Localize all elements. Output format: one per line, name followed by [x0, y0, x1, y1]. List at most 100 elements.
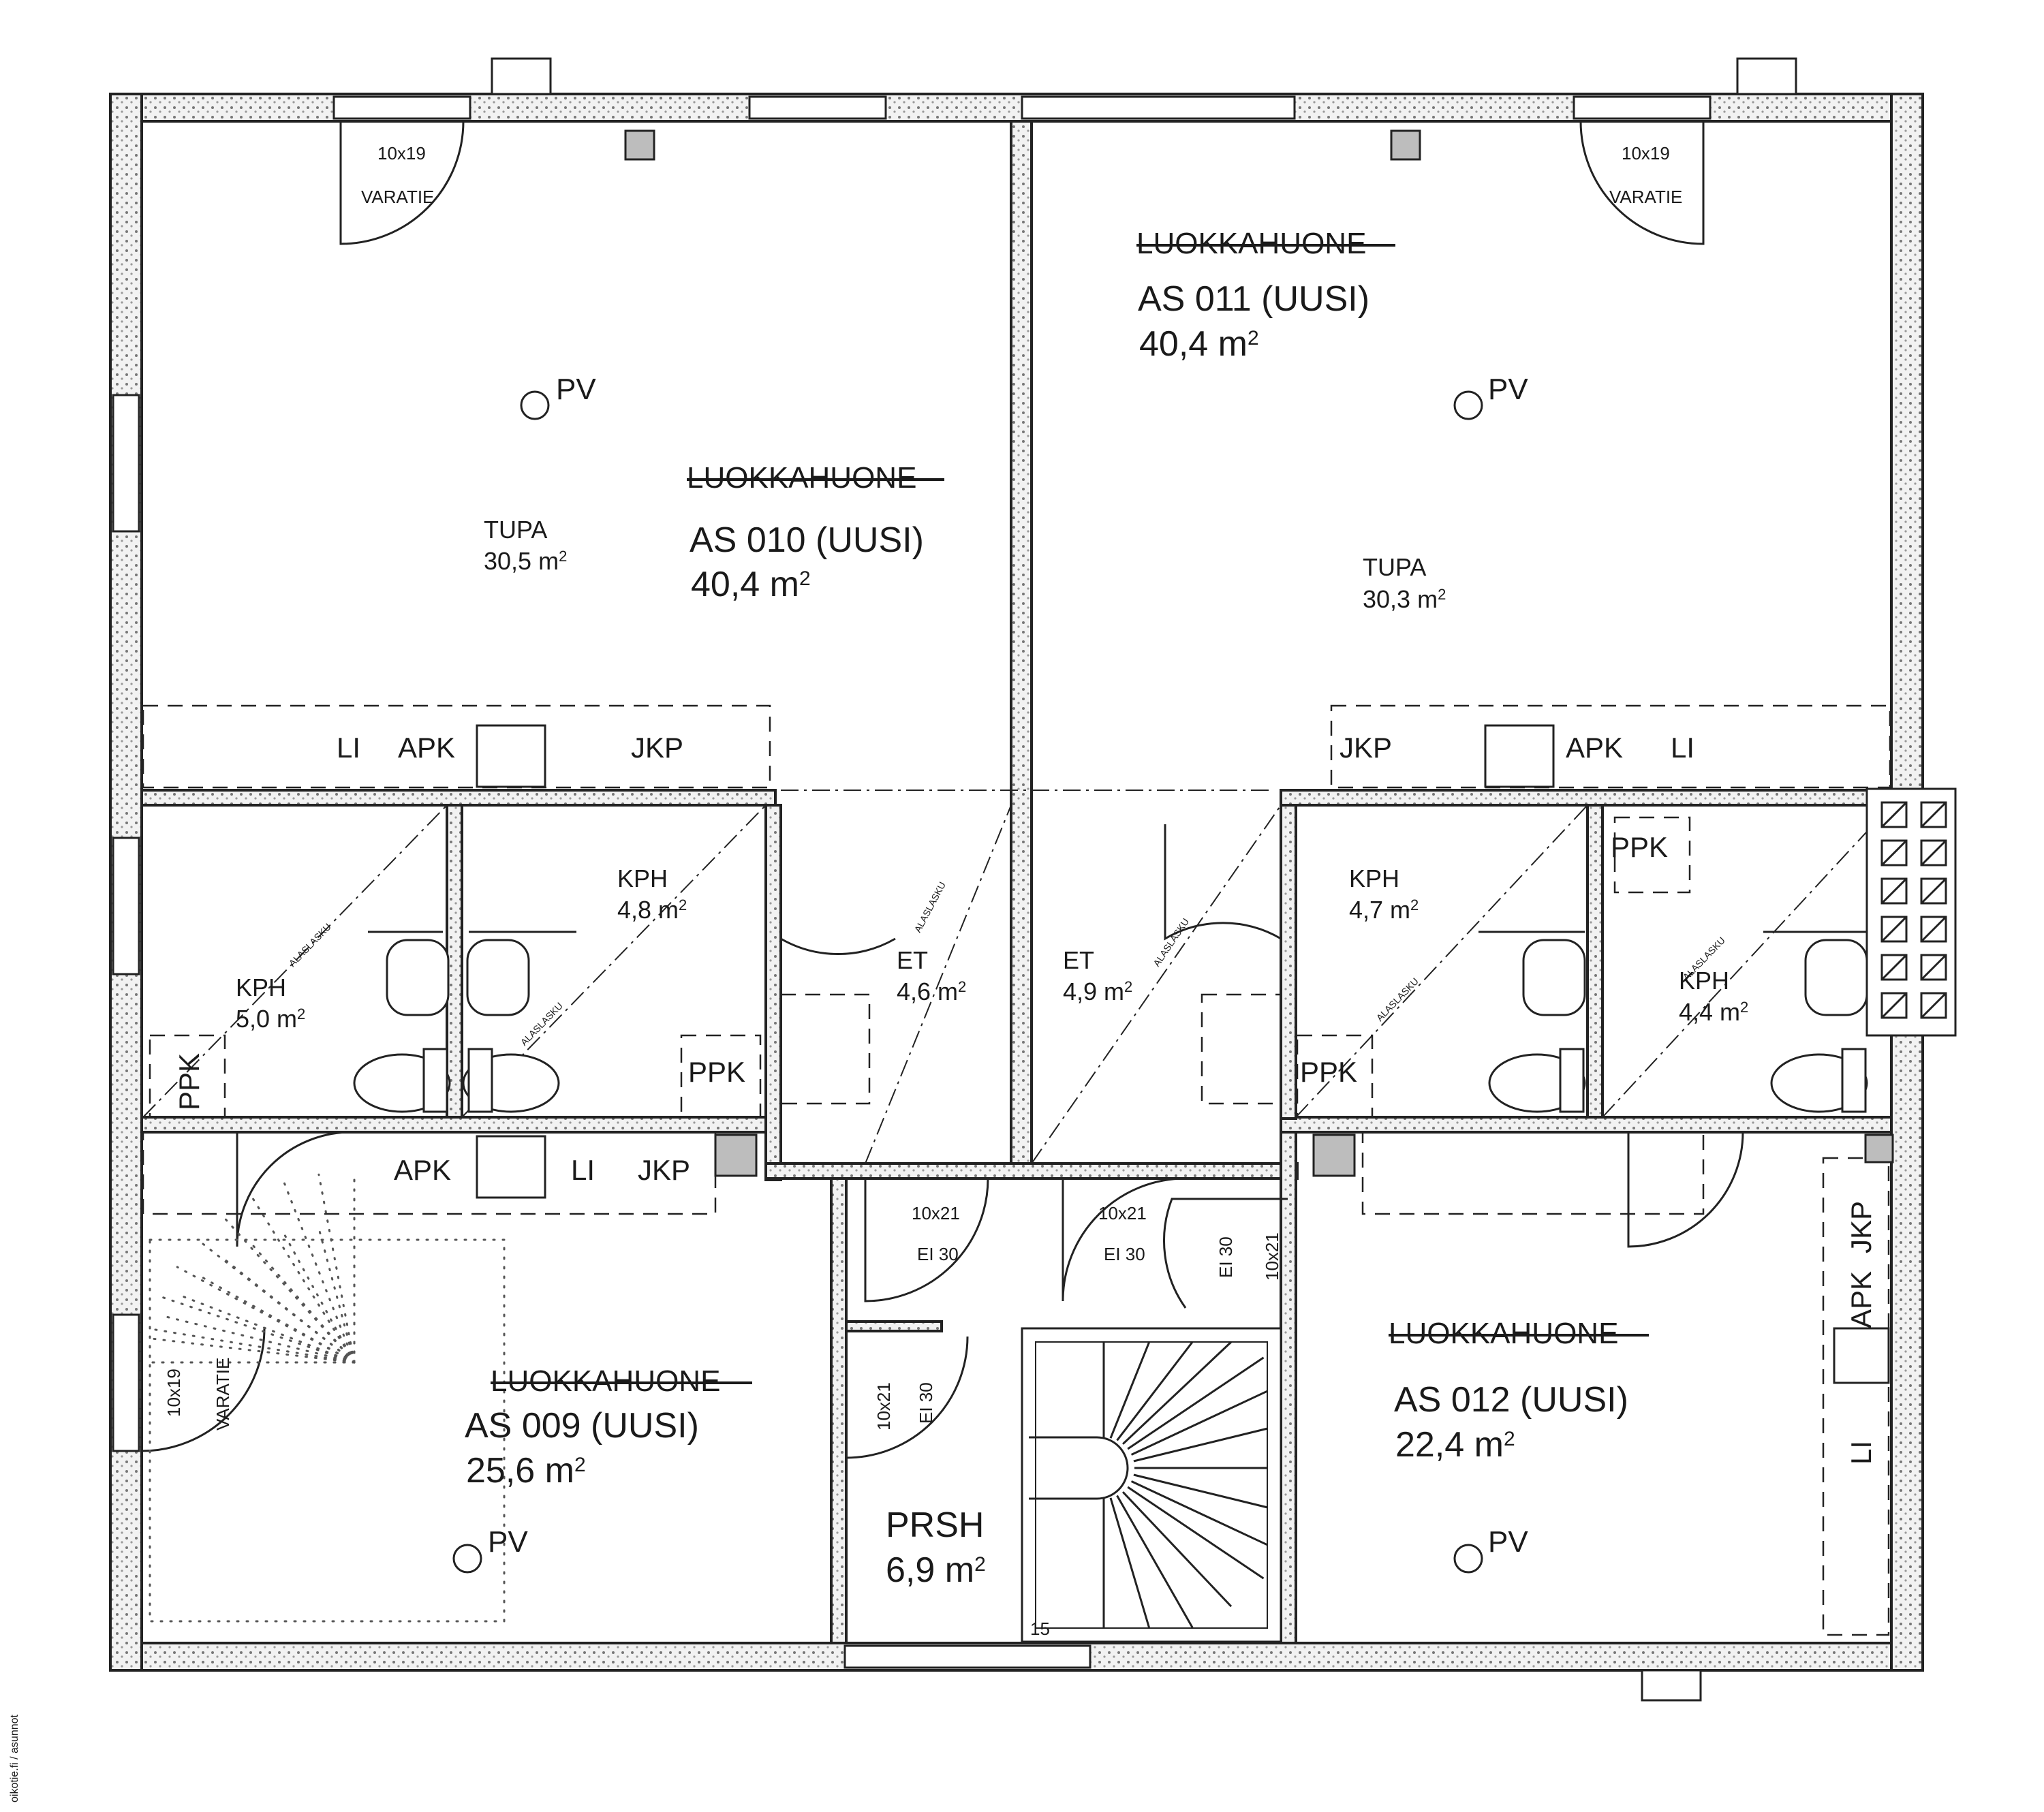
as012-old-name: LUOKKAHUONE: [1389, 1317, 1618, 1350]
watermark: oikotie.fi / asunnot: [9, 1714, 20, 1802]
li-label-3: LI: [571, 1154, 595, 1186]
kph3-name: KPH: [1349, 864, 1399, 892]
stair-step: [1127, 1486, 1265, 1580]
old-stair-step: [176, 1293, 356, 1364]
door-fire-6: EI 30: [1215, 1236, 1236, 1278]
as011-area: 40,4 m2: [1139, 324, 1259, 364]
jkp-label-3: JKP: [638, 1154, 690, 1186]
stair-steps: [1102, 1341, 1268, 1629]
as009-old-name: LUOKKAHUONE: [491, 1364, 720, 1398]
old-stair-step: [152, 1328, 356, 1364]
door-size-6: 10x21: [1262, 1232, 1282, 1281]
sanitary-fixtures: [353, 724, 1890, 1384]
old-stair-step: [161, 1296, 356, 1364]
stair-step: [1109, 1341, 1151, 1439]
vent-cell-diagonal: [1920, 992, 1947, 1019]
old-stair-step: [152, 1337, 356, 1364]
stair-step: [1116, 1341, 1194, 1441]
vent-cell-diagonal: [1920, 839, 1947, 866]
door-fire-7: EI 30: [916, 1382, 936, 1424]
alaslasku-1: ALASLASKU: [287, 921, 333, 969]
alaslasku-3: ALASLASKU: [912, 880, 948, 935]
door-exit-1: VARATIE: [361, 187, 434, 207]
door-size-7: 10x21: [873, 1382, 894, 1431]
as011-name: AS 011 (UUSI): [1138, 279, 1369, 319]
et-right-area: 4,9 m2: [1063, 978, 1132, 1005]
kph1-area: 5,0 m2: [236, 1005, 305, 1033]
prsh-name: PRSH: [886, 1505, 984, 1545]
vent-cell-diagonal: [1880, 801, 1908, 828]
tupa-right-name: TUPA: [1363, 553, 1426, 581]
kph1-name: KPH: [236, 973, 286, 1001]
doors: [140, 121, 1744, 1459]
tupa-right-area: 30,3 m2: [1363, 585, 1446, 613]
tupa-left-area: 30,5 m2: [484, 547, 567, 575]
old-stair-step: [251, 1243, 356, 1364]
ppk-label-1: PPK: [688, 1056, 745, 1088]
kph4-area: 4,4 m2: [1679, 998, 1748, 1026]
et-left-area: 4,6 m2: [897, 978, 966, 1005]
et-left-name: ET: [897, 946, 928, 974]
door-size-3: 10x19: [164, 1369, 184, 1417]
old-stair-step: [221, 1257, 356, 1364]
old-stair-step: [318, 1173, 356, 1364]
door-size-5: 10x21: [1098, 1203, 1147, 1223]
kph3-area: 4,7 m2: [1349, 896, 1419, 924]
kph4-name: KPH: [1679, 967, 1729, 995]
pv-label-2: PV: [1488, 373, 1528, 406]
jkp-label-1: JKP: [631, 732, 683, 764]
vent-shafts: [624, 129, 1894, 1177]
ppk-label-2: PPK: [1300, 1056, 1357, 1088]
apk-label-2: APK: [1566, 732, 1623, 764]
vent-cell-diagonal: [1880, 839, 1908, 866]
vent-cell-diagonal: [1880, 954, 1908, 981]
vent-cell-diagonal: [1920, 801, 1947, 828]
kph2-name: KPH: [617, 864, 668, 892]
as010-old-name: LUOKKAHUONE: [687, 461, 916, 495]
stair-step: [1121, 1491, 1233, 1608]
interior-walls: [140, 120, 1893, 1644]
apk-label-3: APK: [394, 1154, 451, 1186]
stair-step: [1109, 1497, 1151, 1629]
as011-old-name: LUOKKAHUONE: [1136, 227, 1366, 260]
stair-step: [1133, 1427, 1268, 1463]
li-label-2: LI: [1671, 732, 1694, 764]
vent-cell-diagonal: [1880, 877, 1908, 905]
alaslasku-4: ALASLASKU: [1151, 916, 1191, 969]
stair-step: [1116, 1495, 1194, 1628]
as009-area: 25,6 m2: [466, 1451, 586, 1490]
ppk-label-3: PPK: [1611, 831, 1668, 863]
door-size-4: 10x21: [912, 1203, 960, 1223]
stair-step: [1130, 1480, 1268, 1546]
old-stair-step: [251, 1196, 356, 1364]
stair-prsh: [1021, 1327, 1282, 1643]
old-stair-step: [318, 1227, 356, 1364]
door-size-1: 10x19: [377, 143, 426, 163]
old-stair-step: [196, 1273, 356, 1364]
pv-label-3: PV: [488, 1525, 528, 1559]
door-size-2: 10x19: [1622, 143, 1670, 163]
as009-name: AS 009 (UUSI): [465, 1406, 699, 1446]
jkp-label-4: JKP: [1845, 1201, 1877, 1253]
stair-step: [1133, 1473, 1268, 1509]
old-stair-step: [161, 1315, 356, 1364]
stair-step: [1122, 1341, 1233, 1445]
tupa-left-name: TUPA: [484, 516, 547, 544]
vent-cell-diagonal: [1920, 916, 1947, 943]
old-stair-outline: [149, 1238, 506, 1623]
kph2-area: 4,8 m2: [617, 896, 687, 924]
vent-cell-diagonal: [1880, 992, 1908, 1019]
et-right-name: ET: [1063, 946, 1094, 974]
apk-label-4: APK: [1845, 1271, 1877, 1328]
old-stair-step: [283, 1182, 356, 1364]
apk-label-1: APK: [398, 732, 455, 764]
door-exit-2: VARATIE: [1609, 187, 1682, 207]
vent-cell-diagonal: [1920, 877, 1947, 905]
pv-markers: [452, 390, 1483, 1574]
li-label-4: LI: [1845, 1441, 1877, 1465]
as010-area: 40,4 m2: [691, 565, 811, 604]
jkp-label-2: JKP: [1340, 732, 1392, 764]
door-exit-3: VARATIE: [213, 1358, 233, 1431]
stair-count: 15: [1030, 1619, 1050, 1639]
